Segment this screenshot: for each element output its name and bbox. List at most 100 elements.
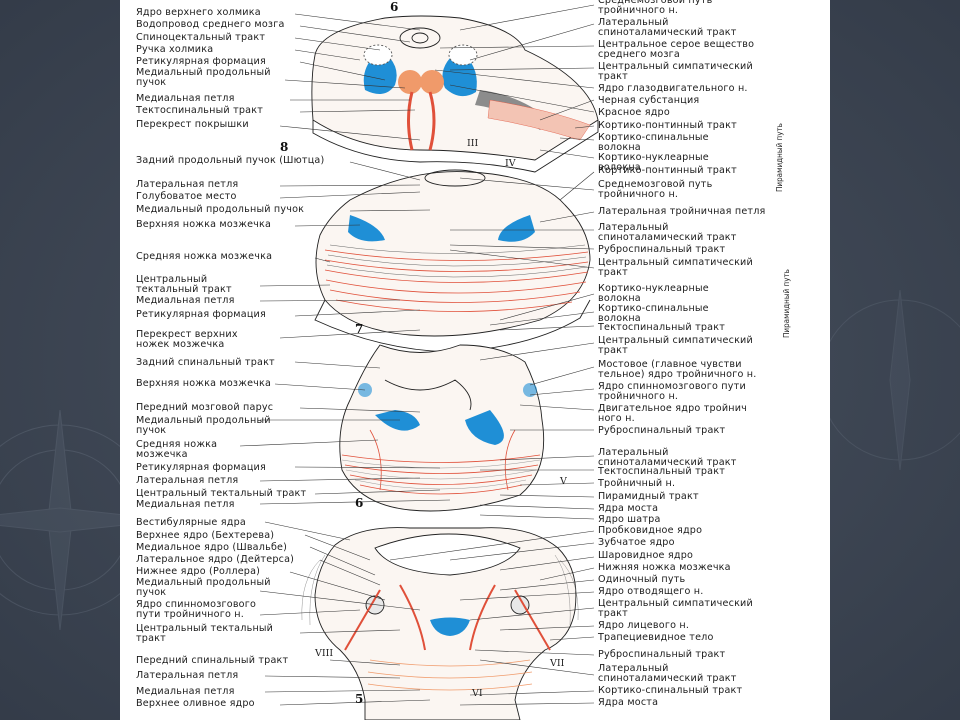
label-7-right-2: Латеральная тройничная петля — [598, 206, 766, 217]
label-6-right-4: Руброспинальный тракт — [598, 425, 726, 436]
label-7-left-7: Медиальная петля — [136, 295, 235, 306]
label-8-right-2: Центральное серое вещество среднего мозг… — [598, 39, 755, 61]
label-6-left-5: Ретикулярная формация — [136, 462, 266, 473]
label-7-left-8: Ретикулярная формация — [136, 309, 266, 320]
label-5-left-11: Верхнее оливное ядро — [136, 698, 255, 709]
label-8-right-6: Красное ядро — [598, 107, 670, 118]
label-7-right-0: Кортико-понтинный тракт — [598, 165, 737, 176]
label-7-left-4: Верхняя ножка мозжечка — [136, 219, 272, 230]
label-6-left-7: Центральный тектальный тракт — [136, 488, 307, 499]
label-5-right-3: Нижняя ножка мозжечка — [598, 562, 731, 573]
label-6-left-0: Задний спинальный тракт — [136, 357, 275, 368]
cranial-nerve-VIII-label: VIII — [315, 648, 334, 659]
compass-watermark-icon — [0, 409, 171, 631]
label-8-left-2: Спиноцектальный тракт — [136, 32, 266, 43]
label-6-left-4: Средняя ножка мозжечка — [136, 439, 218, 461]
label-8-right-8: Кортико-спинальные волокна — [598, 132, 709, 154]
label-7-right-7: Кортико-спинальные волокна — [598, 303, 709, 325]
section-number-8: 8 — [280, 140, 289, 154]
label-7-left-2: Голубоватое место — [136, 191, 237, 202]
label-5-left-10: Медиальная петля — [136, 686, 235, 697]
label-6-right-7: Тройничный н. — [598, 478, 676, 489]
cranial-nerve-III-label: III — [467, 138, 479, 149]
label-6-right-1: Мостовое (главное чувстви тельное) ядро … — [598, 359, 757, 381]
label-5-right-0: Пробковидное ядро — [598, 525, 703, 536]
label-5-right-4: Одиночный путь — [598, 574, 686, 585]
pyramidal-path-side-label-1: Пирамидный путь — [775, 123, 784, 192]
label-6-right-8: Пирамидный тракт — [598, 491, 699, 502]
section-8-midbrain — [311, 15, 599, 173]
label-6-left-2: Передний мозговой парус — [136, 402, 274, 413]
label-8-left-4: Ретикулярная формация — [136, 56, 266, 67]
label-8-left-1: Водопровод среднего мозга — [136, 19, 285, 30]
label-5-left-7: Центральный тектальный тракт — [136, 623, 274, 645]
section-number-7: 7 — [355, 322, 364, 336]
label-5-left-3: Латеральное ядро (Дейтерса) — [136, 554, 295, 565]
label-5-left-0: Вестибулярные ядра — [136, 517, 246, 528]
label-7-left-3: Медиальный продольный пучок — [136, 204, 305, 215]
label-6-right-9: Ядра моста — [598, 503, 659, 514]
label-6-right-5: Латеральный спиноталамический тракт — [598, 447, 737, 469]
label-5-left-9: Латеральная петля — [136, 670, 239, 681]
label-7-right-4: Руброспинальный тракт — [598, 244, 726, 255]
label-8-right-5: Черная субстанция — [598, 95, 700, 106]
figure-number-6-top: 6 — [390, 0, 399, 14]
label-5-left-8: Передний спинальный тракт — [136, 655, 289, 666]
label-8-left-8: Перекрест покрышки — [136, 119, 249, 130]
cranial-nerve-VII-label: VII — [550, 658, 565, 669]
label-5-right-1: Зубчатое ядро — [598, 537, 675, 548]
label-8-left-6: Медиальная петля — [136, 93, 235, 104]
label-7-right-3: Латеральный спиноталамический тракт — [598, 222, 737, 244]
section-number-5: 5 — [355, 692, 364, 706]
label-6-left-1: Верхняя ножка мозжечка — [136, 378, 272, 389]
label-8-left-0: Ядро верхнего холмика — [136, 7, 261, 18]
pyramidal-path-side-label-2: Пирамидный путь — [782, 269, 791, 338]
label-5-right-10: Латеральный спиноталамический тракт — [598, 663, 737, 685]
cranial-nerve-VI-label: VI — [472, 688, 483, 699]
label-7-left-6: Центральный тектальный тракт — [136, 274, 232, 296]
label-6-right-0: Центральный симпатический тракт — [598, 335, 753, 357]
label-7-left-5: Средняя ножка мозжечка — [136, 251, 273, 262]
brainstem-sections-illustration — [239, 4, 599, 720]
section-7-upper-pons — [314, 169, 591, 353]
label-5-right-11: Кортико-спинальный тракт — [598, 685, 743, 696]
label-8-right-9: Кортико-нуклеарные волокна — [598, 152, 709, 174]
label-5-right-7: Ядро лицевого н. — [598, 620, 690, 631]
label-7-right-5: Центральный симпатический тракт — [598, 257, 753, 279]
label-8-right-4: Ядро глазодвигательного н. — [598, 83, 748, 94]
section-6-middle-pons — [339, 344, 545, 512]
label-5-left-4: Нижнее ядро (Роллера) — [136, 566, 261, 577]
label-7-left-0: Задний продольный пучок (Шютца) — [136, 155, 325, 166]
diagram-page: 6 8 III IV 7 6 V 5 VIII VII VI Пирамидны… — [120, 0, 830, 720]
label-8-right-3: Центральный симпатический тракт — [598, 61, 753, 83]
label-8-left-5: Медиальный продольный пучок — [136, 67, 271, 89]
section-number-6: 6 — [355, 496, 364, 510]
label-6-right-3: Двигательное ядро тройнич ного н. — [598, 403, 748, 425]
label-5-left-5: Медиальный продольный пучок — [136, 577, 271, 599]
label-7-right-6: Кортико-нуклеарные волокна — [598, 283, 709, 305]
cranial-nerve-IV-label: IV — [505, 158, 516, 169]
label-6-left-3: Медиальный продольный пучок — [136, 415, 271, 437]
label-7-right-8: Тектоспинальный тракт — [598, 322, 726, 333]
label-7-right-1: Среднемозговой путь тройничного н. — [598, 179, 713, 201]
label-5-right-5: Ядро отводящего н. — [598, 586, 704, 597]
label-7-left-1: Латеральная петля — [136, 179, 239, 190]
label-6-right-2: Ядро спинномозгового пути тройничного н. — [598, 381, 746, 403]
label-5-left-6: Ядро спинномозгового пути тройничного н. — [136, 599, 257, 621]
label-7-left-9: Перекрест верхних ножек мозжечка — [136, 329, 238, 351]
label-8-left-3: Ручка холмика — [136, 44, 214, 55]
label-5-right-2: Шаровидное ядро — [598, 550, 694, 561]
label-5-right-12: Ядра моста — [598, 697, 659, 708]
label-6-left-6: Латеральная петля — [136, 475, 239, 486]
label-8-left-7: Тектоспинальный тракт — [136, 105, 264, 116]
cranial-nerve-V-label: V — [560, 476, 567, 487]
label-8-right-7: Кортико-понтинный тракт — [598, 120, 737, 131]
section-5-lower-pons — [301, 527, 579, 720]
label-8-right-1: Латеральный спиноталамический тракт — [598, 17, 737, 39]
label-6-right-10: Ядро шатра — [598, 514, 661, 525]
label-5-right-8: Трапециевидное тело — [598, 632, 714, 643]
label-5-right-9: Руброспинальный тракт — [598, 649, 726, 660]
label-5-right-6: Центральный симпатический тракт — [598, 598, 753, 620]
label-5-left-2: Медиальное ядро (Швальбе) — [136, 542, 288, 553]
label-6-right-6: Тектоспинальный тракт — [598, 466, 726, 477]
